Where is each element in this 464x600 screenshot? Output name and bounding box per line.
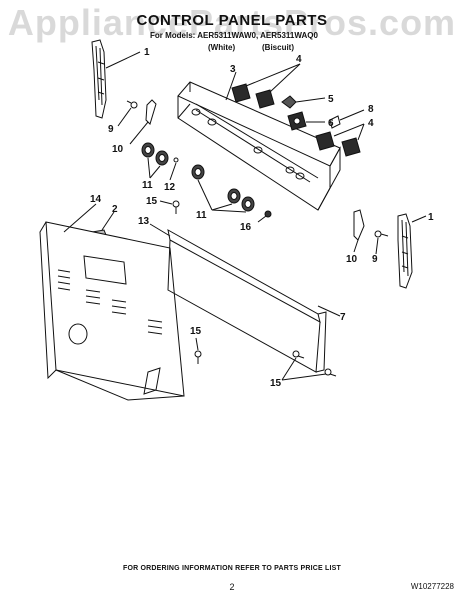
knob-left-1 xyxy=(141,142,155,158)
white-color-label: (White) xyxy=(208,43,236,52)
model-numbers: For Models: AER5311WAW0, AER5311WAQ0 xyxy=(150,31,318,40)
oven-selector-switch xyxy=(287,111,307,131)
infinite-switch-right-a xyxy=(315,131,335,151)
biscuit-color-label: (Biscuit) xyxy=(262,43,294,52)
callout-15-lower-left: 15 xyxy=(190,326,202,337)
control-panel-backguard xyxy=(177,81,341,211)
callout-1-right: 1 xyxy=(428,212,434,223)
screw-15-upper xyxy=(172,200,180,214)
end-cap-left xyxy=(91,39,107,119)
screw-15-lower-right-a xyxy=(292,350,305,359)
infinite-switch-top-a xyxy=(231,83,251,103)
rear-panel xyxy=(39,221,185,401)
knob-left-2 xyxy=(155,150,169,166)
page-number: 2 xyxy=(229,582,235,592)
callout-10-right: 10 xyxy=(346,254,358,265)
screw-9-right xyxy=(374,230,389,238)
callout-12: 12 xyxy=(164,182,176,193)
infinite-switch-right-b xyxy=(341,137,361,157)
screw-9-left xyxy=(126,100,138,109)
knob-center xyxy=(191,164,205,180)
callout-3: 3 xyxy=(230,64,236,75)
callout-9-right: 9 xyxy=(372,254,378,265)
callout-5: 5 xyxy=(328,94,334,105)
callout-4-top: 4 xyxy=(296,54,302,65)
page-title: CONTROL PANEL PARTS xyxy=(136,12,328,29)
screw-15-lower-left xyxy=(194,350,202,364)
part-16 xyxy=(264,210,272,218)
callout-4-right: 4 xyxy=(368,118,374,129)
callout-15-lower-right: 15 xyxy=(270,378,282,389)
callout-15-upper: 15 xyxy=(146,196,158,207)
callout-11-right: 11 xyxy=(196,210,207,221)
knob-insert-12 xyxy=(173,157,179,163)
callout-16: 16 xyxy=(240,222,252,233)
knob-right-2 xyxy=(241,196,255,212)
screw-15-lower-right-b xyxy=(324,368,337,377)
callout-14: 14 xyxy=(90,194,102,205)
infinite-switch-top-b xyxy=(255,89,275,109)
callout-8: 8 xyxy=(368,104,374,115)
callout-13: 13 xyxy=(138,216,150,227)
callout-9-left: 9 xyxy=(108,124,114,135)
callout-11-left: 11 xyxy=(142,180,153,191)
callout-1-left: 1 xyxy=(144,47,150,58)
clip-10-right xyxy=(353,209,365,241)
document-number: W10277228 xyxy=(410,582,454,591)
manifold-panel xyxy=(167,229,327,373)
callout-10-left: 10 xyxy=(112,144,124,155)
ordering-note: FOR ORDERING INFORMATION REFER TO PARTS … xyxy=(122,565,342,572)
clip-10-left xyxy=(145,99,157,125)
watermark: AppliancePartsPros.com xyxy=(7,2,457,43)
callout-7: 7 xyxy=(340,312,346,323)
callout-2: 2 xyxy=(112,204,118,215)
clip-8 xyxy=(329,115,341,129)
knob-right-1 xyxy=(227,188,241,204)
indicator-light xyxy=(281,95,297,109)
callout-6: 6 xyxy=(328,118,334,129)
end-cap-right xyxy=(397,213,413,289)
